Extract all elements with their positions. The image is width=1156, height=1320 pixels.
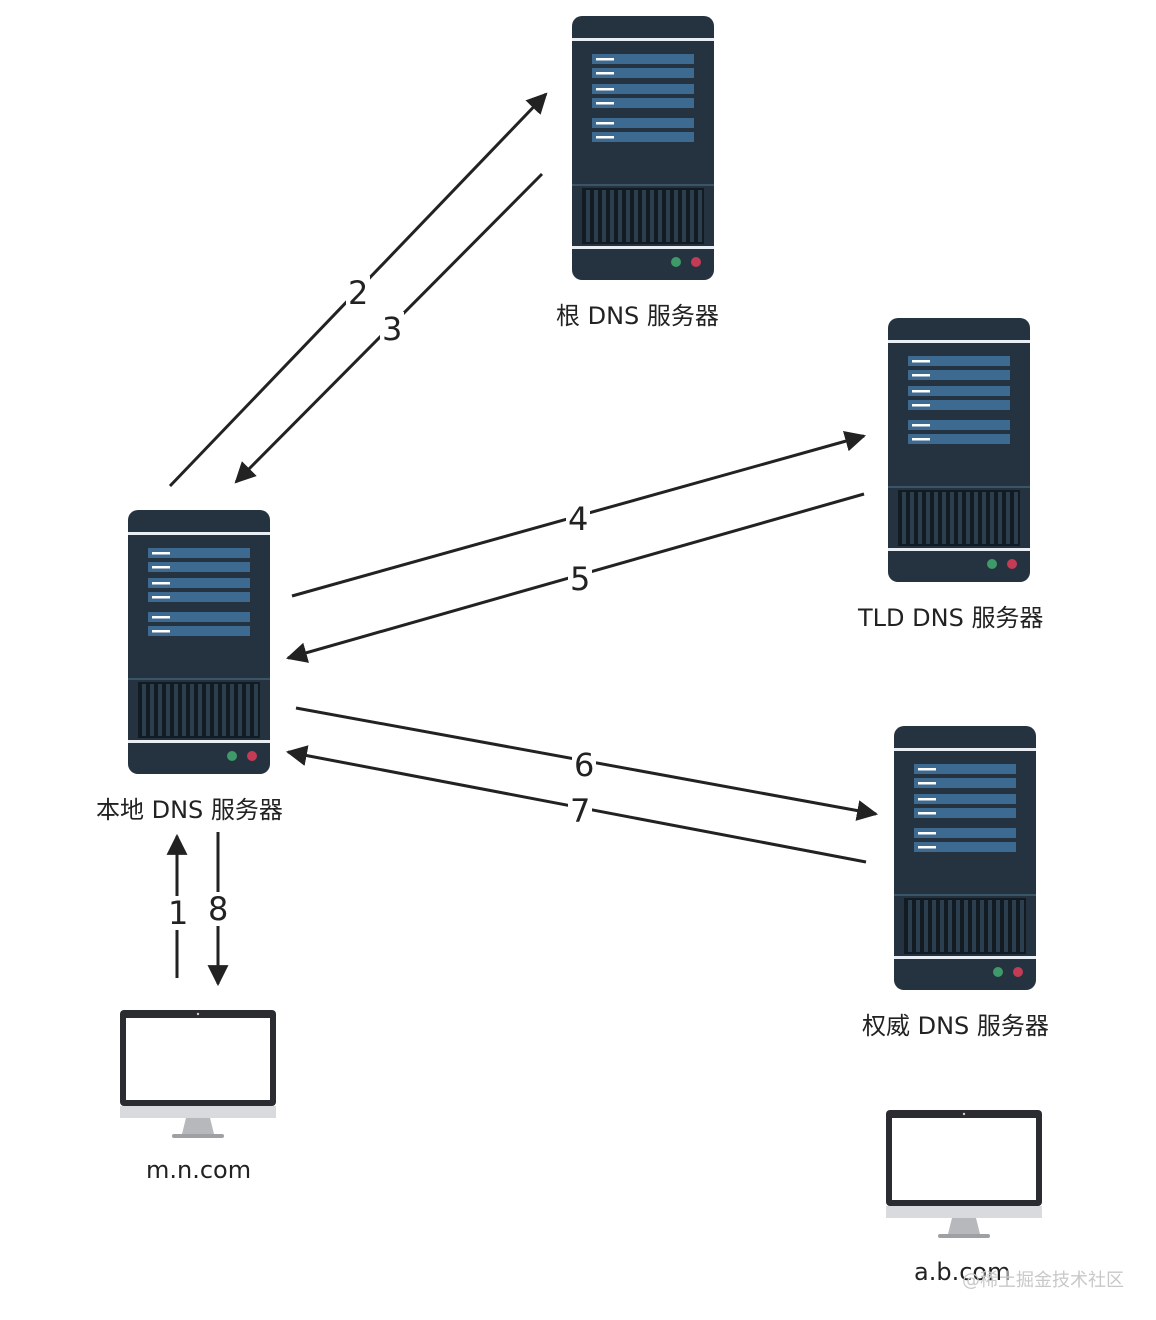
client-mn-monitor-icon [120,1010,276,1138]
client-mn-label: m.n.com [146,1156,252,1184]
auth-dns-server-icon [894,726,1036,990]
step-label-6: 6 [572,746,597,784]
step-label-5: 5 [568,560,593,598]
step-label-3: 3 [380,310,405,348]
client-ab-label: a.b.com [914,1258,1011,1286]
local-dns-label: 本地 DNS 服务器 [96,796,283,824]
watermark: @稀土掘金技术社区 [962,1270,1124,1291]
tld-dns-label: TLD DNS 服务器 [858,604,1044,632]
step-label-2: 2 [346,274,371,312]
step-label-1: 1 [166,894,191,932]
client-ab-monitor-icon [886,1110,1042,1238]
auth-dns-label: 权威 DNS 服务器 [862,1012,1049,1040]
step-label-4: 4 [566,500,591,538]
root-dns-label: 根 DNS 服务器 [556,302,719,330]
step-label-7: 7 [568,792,593,830]
step-label-8: 8 [206,890,231,928]
root-dns-server-icon [572,16,714,280]
local-dns-server-icon [128,510,270,774]
tld-dns-server-icon [888,318,1030,582]
